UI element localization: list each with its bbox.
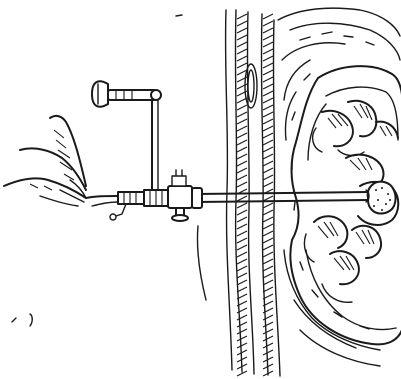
- hatch-stroke: [237, 182, 273, 187]
- hatch-stroke: [237, 84, 273, 89]
- hatch-stroke: [237, 91, 273, 96]
- hatch-stroke: [237, 14, 273, 19]
- hatch-stroke: [237, 294, 273, 299]
- stone-dot: [375, 189, 377, 191]
- hatch-stroke: [237, 42, 273, 47]
- hatch-stroke: [237, 119, 273, 124]
- hatch-stroke: [237, 266, 273, 271]
- hatch-stroke: [237, 112, 273, 117]
- hatch-stroke: [237, 224, 273, 229]
- hatch-stroke: [237, 280, 273, 285]
- hatch-stroke: [237, 147, 273, 152]
- stray-marks: [12, 15, 206, 326]
- lower-calyces: [304, 216, 381, 302]
- hatch-stroke: [237, 63, 273, 68]
- hatch-stroke: [237, 231, 273, 236]
- hatch-stroke: [237, 126, 273, 131]
- hatch-stroke: [237, 315, 273, 320]
- hatch-stroke: [237, 336, 273, 341]
- hatch-stroke: [237, 322, 273, 327]
- hatch-stroke: [237, 273, 273, 278]
- hatch-stroke: [237, 168, 273, 173]
- hatch-stroke: [237, 28, 273, 33]
- hatch-stroke: [237, 343, 273, 348]
- stone-dot: [373, 205, 375, 207]
- hand: [4, 116, 86, 206]
- hatch-stroke: [237, 203, 273, 208]
- hatch-stroke: [237, 287, 273, 292]
- hatch-stroke: [237, 217, 273, 222]
- stone-dot: [381, 209, 383, 211]
- hatch-stroke: [237, 77, 273, 82]
- hatch-stroke: [237, 259, 273, 264]
- stone-dot: [385, 203, 387, 205]
- eyepiece-arm: [92, 81, 161, 190]
- hatch-stroke: [237, 105, 273, 110]
- stone-dot: [389, 199, 391, 201]
- hatch-stroke: [237, 175, 273, 180]
- hatch-stroke: [237, 329, 273, 334]
- hatch-stroke: [237, 308, 273, 313]
- hatch-stroke: [237, 49, 273, 54]
- hatch-stroke: [237, 154, 273, 159]
- hatch-stroke: [237, 210, 273, 215]
- stone-dot: [377, 199, 379, 201]
- hatch-stroke: [237, 301, 273, 306]
- hatch-stroke: [237, 21, 273, 26]
- hatch-stroke: [237, 56, 273, 61]
- upper-calyces: [313, 101, 398, 156]
- stone-dot: [387, 193, 389, 195]
- hatch-stroke: [237, 35, 273, 40]
- hatch-stroke: [237, 161, 273, 166]
- hatch-stroke: [237, 238, 273, 243]
- hatch-stroke: [237, 252, 273, 257]
- stone-dot: [381, 187, 383, 189]
- hatch-stroke: [237, 245, 273, 250]
- hatch-stroke: [237, 140, 273, 145]
- hatch-stroke: [237, 133, 273, 138]
- kidney-stone: [368, 182, 396, 214]
